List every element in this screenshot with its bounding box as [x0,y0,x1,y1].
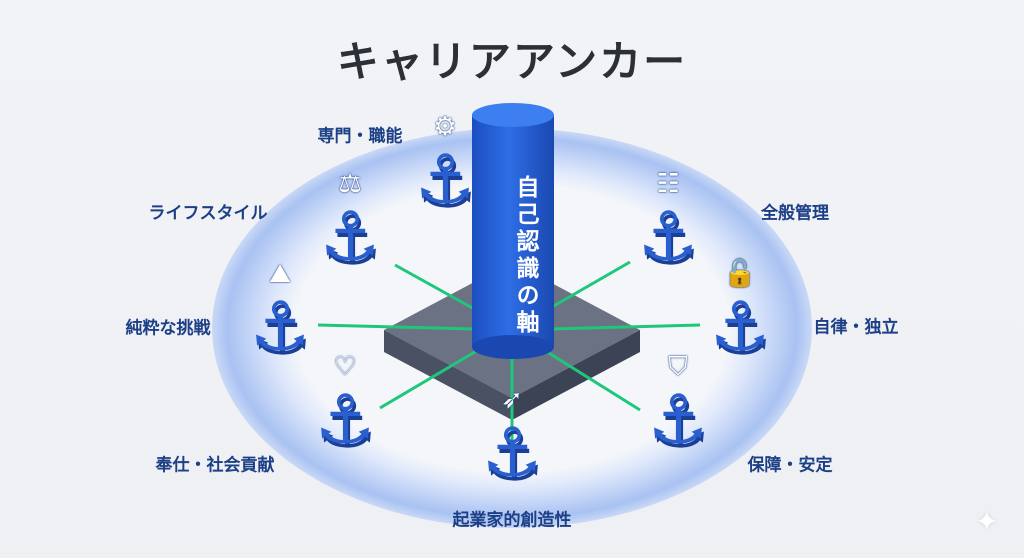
anchor-icon: ⚓ [249,288,311,367]
mountain-icon: ⛰ [269,259,291,289]
anchor-challenge: ⚓ ⛰ [235,259,325,367]
unlock-icon: 🔓 [723,259,757,289]
anchor-lifestyle: ⚓ ⚖ [305,169,395,277]
anchor-icon: ⚓ [481,414,543,493]
sparkle-icon: ✦ [975,505,999,538]
label-challenge: 純粋な挑戦 [125,318,211,339]
label-lifestyle: ライフスタイル [148,203,268,224]
anchor-icon: ⚓ [709,288,771,367]
center-axis-label: 自己認識の軸 [512,175,538,337]
anchor-service: ⚓ ♡ [300,352,390,460]
rocket-icon: ➶ [501,385,523,415]
label-management: 全般管理 [761,203,829,224]
scales-icon: ⚖ [338,169,362,199]
page-title: キャリアアンカー [336,37,688,86]
self-awareness-pillar [472,103,554,359]
anchor-icon: ⚓ [314,381,376,460]
heart-hand-icon: ♡ [333,352,357,382]
shield-icon: ⛉ [668,352,688,382]
anchor-icon: ⚓ [414,141,476,220]
label-service: 奉仕・社会貢献 [155,455,275,476]
anchor-technical: ⚓ ⚙ [400,112,490,220]
anchor-security: ⚓ ⛉ [633,352,723,460]
label-entrepreneurial: 起業家的創造性 [452,510,572,531]
label-autonomy: 自律・独立 [813,317,899,338]
label-technical: 専門・職能 [317,126,403,147]
anchor-icon: ⚓ [637,198,699,277]
org-chart-icon: ☷ [656,169,680,199]
anchor-icon: ⚓ [647,381,709,460]
gear-icon: ⚙ [433,112,457,142]
label-security: 保障・安定 [747,455,833,476]
anchor-management: ⚓ ☷ [623,169,713,277]
anchor-icon: ⚓ [319,198,381,277]
anchor-entrepreneurial: ⚓ ➶ [467,385,557,493]
anchor-autonomy: ⚓ 🔓 [695,259,785,367]
